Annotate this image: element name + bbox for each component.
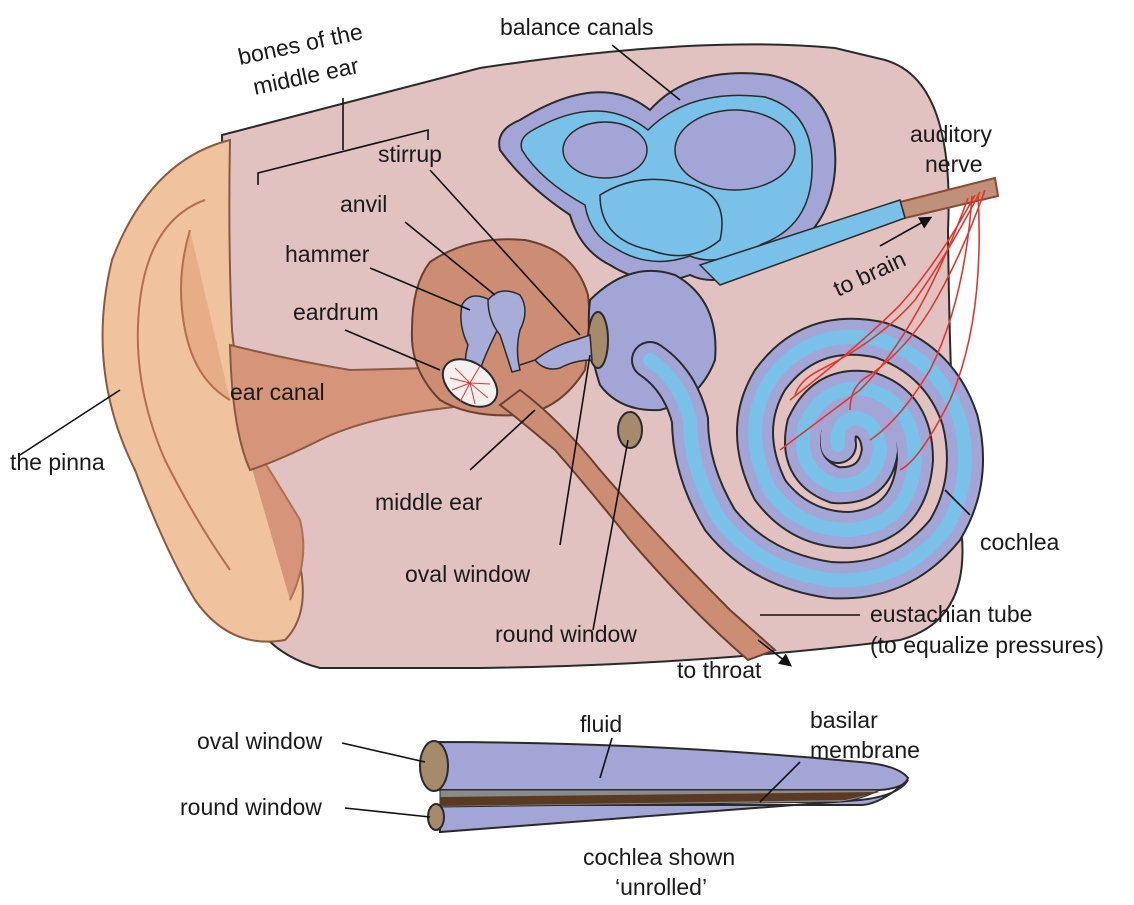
- eustachian-label-line1: eustachian tube: [870, 601, 1032, 627]
- unrolled-caption-line2: ‘unrolled’: [615, 874, 707, 900]
- unrolled-oval-window: [420, 741, 448, 791]
- balance-canals-label: balance canals: [500, 14, 653, 40]
- eardrum-label: eardrum: [293, 299, 379, 325]
- the-pinna-label: the pinna: [10, 449, 105, 475]
- anvil-label: anvil: [340, 191, 387, 217]
- round-window-label: round window: [495, 621, 637, 647]
- unrolled-caption-line1: cochlea shown: [583, 844, 735, 870]
- eustachian-label-line2: (to equalize pressures): [870, 632, 1104, 658]
- unrolled-round-window-label: round window: [180, 794, 322, 820]
- oval-window-label: oval window: [405, 561, 531, 587]
- hammer-label: hammer: [285, 241, 370, 267]
- round-window: [618, 412, 642, 448]
- fluid-label: fluid: [580, 711, 622, 737]
- auditory-nerve-label-line1: auditory: [910, 121, 992, 147]
- middle-ear-label: middle ear: [375, 489, 483, 515]
- unrolled-oval-window-label: oval window: [197, 728, 323, 754]
- to-throat-label: to throat: [677, 657, 762, 683]
- basilar-membrane-label-line2: membrane: [810, 737, 920, 763]
- stirrup-label: stirrup: [378, 141, 442, 167]
- cochlea-label: cochlea: [980, 529, 1059, 555]
- ear-canal-label: ear canal: [230, 379, 325, 405]
- auditory-nerve-label-line2: nerve: [925, 151, 983, 177]
- unrolled-round-window: [428, 804, 444, 830]
- basilar-membrane-label-line1: basilar: [810, 707, 878, 733]
